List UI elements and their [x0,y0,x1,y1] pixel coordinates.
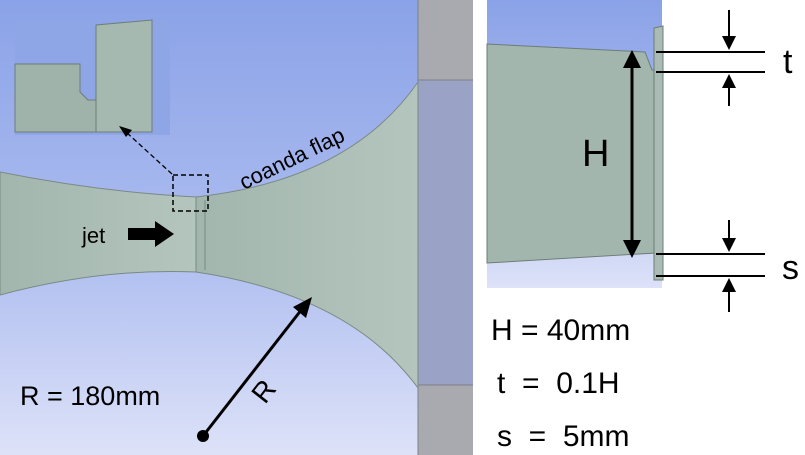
s-equation: s = 5mm [497,420,630,453]
H-arrow-bottom [623,240,641,258]
t-arrow-up [722,74,736,88]
radius-arrow-line [201,308,304,437]
s-arrow-up [722,278,736,292]
t-label: t [783,43,793,81]
detail-leader-arrowhead [119,126,132,137]
detail-leader [125,131,173,175]
radius-value-label: R = 180mm [20,381,160,411]
s-label: s [782,249,799,287]
coanda-diffuser [195,80,419,390]
s-arrow-down [722,238,736,252]
t-arrow-down [722,36,736,50]
outlet-plate-top [418,0,473,80]
inset-flap [95,19,153,133]
H-label: H [582,133,609,175]
radius-center-point [197,430,209,442]
flap-section [653,25,664,281]
H-equation: H = 40mm [491,314,630,347]
H-arrow-top [623,50,641,68]
outlet-plate-bottom [418,385,473,455]
radius-arrowhead [293,297,312,318]
jet-label: jet [81,223,105,248]
detail-box [172,174,209,212]
jet-arrow [128,221,174,247]
inset-jet-lip [14,63,97,133]
t-equation: t = 0.1H [497,367,620,400]
